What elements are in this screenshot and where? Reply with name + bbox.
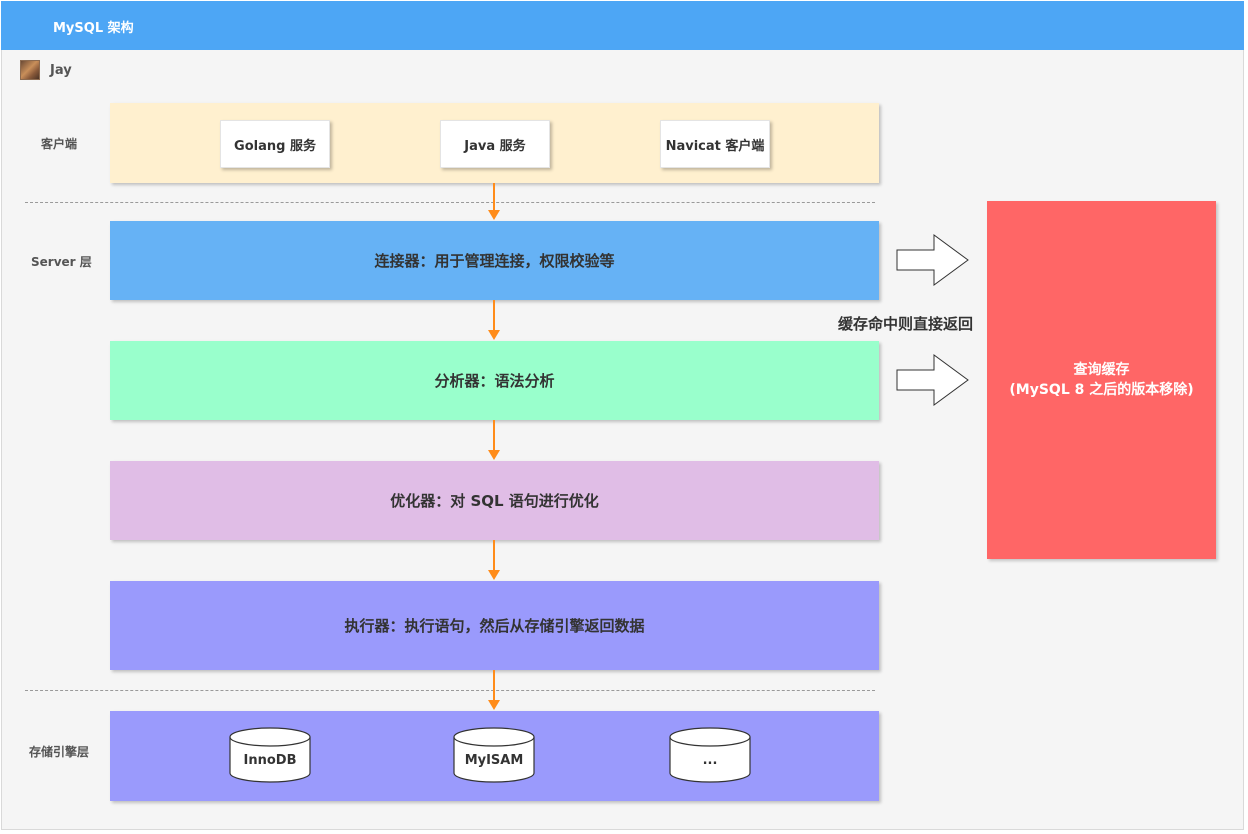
cache-arrow-parser bbox=[896, 354, 969, 406]
engine-innodb: InnoDB bbox=[229, 727, 311, 783]
flow-arrow-parser-optimizer bbox=[488, 420, 500, 460]
flow-arrow-client-connector bbox=[488, 183, 500, 220]
author-tag: Jay bbox=[20, 60, 72, 80]
engine-label: ... bbox=[702, 753, 718, 768]
lane-label-client: 客户端 bbox=[41, 137, 78, 151]
client-java: Java 服务 bbox=[440, 120, 550, 168]
lane-label-storage: 存储引擎层 bbox=[29, 745, 90, 759]
database-icon bbox=[669, 727, 751, 783]
engine-label: InnoDB bbox=[243, 753, 297, 768]
lane-label-server: Server 层 bbox=[31, 255, 92, 269]
engine-label: MyISAM bbox=[464, 753, 524, 768]
cache-hit-note: 缓存命中则直接返回 bbox=[838, 315, 974, 333]
parser-box: 分析器：语法分析 bbox=[110, 341, 879, 420]
divider-client-server bbox=[25, 202, 875, 203]
database-icon bbox=[229, 727, 311, 783]
flow-arrow-executor-storage bbox=[488, 670, 500, 710]
cache-title: 查询缓存 bbox=[1073, 362, 1130, 378]
optimizer-box: 优化器：对 SQL 语句进行优化 bbox=[110, 461, 879, 540]
cache-subtitle: (MySQL 8 之后的版本移除) bbox=[1009, 382, 1194, 398]
author-name: Jay bbox=[50, 62, 72, 78]
flow-arrow-connector-parser bbox=[488, 300, 500, 340]
client-navicat: Navicat 客户端 bbox=[660, 120, 770, 168]
connector-box: 连接器：用于管理连接，权限校验等 bbox=[110, 221, 879, 300]
divider-server-storage bbox=[25, 690, 875, 691]
engine-myisam: MyISAM bbox=[453, 727, 535, 783]
query-cache-box: 查询缓存 (MySQL 8 之后的版本移除) bbox=[987, 201, 1216, 559]
diagram-title: MySQL 架构 bbox=[53, 21, 134, 36]
engine-other: ... bbox=[669, 727, 751, 783]
cache-arrow-connector bbox=[896, 234, 969, 286]
client-golang: Golang 服务 bbox=[220, 120, 330, 168]
database-icon bbox=[453, 727, 535, 783]
title-bar: MySQL 架构 bbox=[1, 1, 1244, 50]
avatar bbox=[20, 60, 40, 80]
executor-box: 执行器：执行语句，然后从存储引擎返回数据 bbox=[110, 581, 879, 670]
flow-arrow-optimizer-executor bbox=[488, 540, 500, 580]
